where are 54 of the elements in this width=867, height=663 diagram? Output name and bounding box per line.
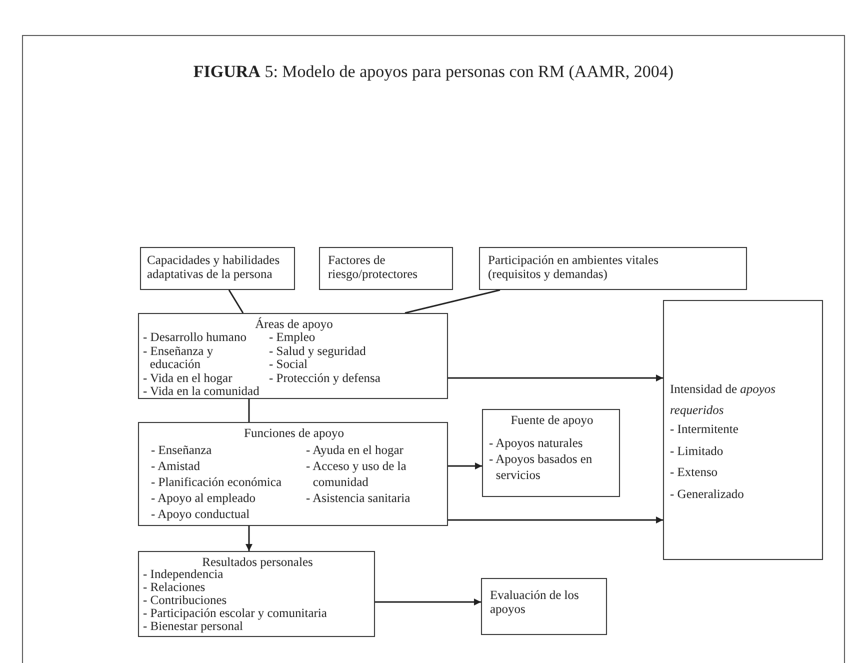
box-label: Participación en ambientes vitales (requisitos y demandas) bbox=[488, 253, 660, 281]
figure-title: FIGURA 5: Modelo de apoyos para personas con RM (AAMR, 2004) bbox=[192, 62, 675, 82]
list-item: - Participación escolar y comunitaria bbox=[143, 607, 328, 620]
list-item: - Enseñanza bbox=[151, 442, 213, 458]
list-item: - Intermitente bbox=[670, 421, 740, 438]
list-item: - Apoyos basados en servicios bbox=[489, 451, 594, 483]
box-heading: Áreas de apoyo bbox=[254, 317, 334, 331]
list-item: - Relaciones bbox=[143, 581, 206, 594]
list-item: - Planificación económica bbox=[151, 474, 282, 490]
process-box bbox=[482, 409, 620, 497]
list-item: - Asistencia sanitaria bbox=[306, 490, 412, 506]
connector-line bbox=[248, 399, 250, 422]
process-box bbox=[138, 551, 375, 637]
list-item: - Generalizado bbox=[670, 486, 745, 502]
list-item: - Empleo bbox=[269, 331, 316, 344]
arrow bbox=[246, 526, 252, 551]
list-item: - Apoyo conductual bbox=[151, 506, 251, 522]
list-item: - Protección y defensa bbox=[269, 372, 382, 385]
list-item: - Apoyo al empleado bbox=[151, 490, 256, 506]
box-heading: Funciones de apoyo bbox=[243, 426, 345, 440]
list-item: - Contribuciones bbox=[143, 594, 228, 607]
process-box bbox=[479, 247, 747, 290]
process-box bbox=[140, 247, 295, 290]
list-item: - Amistad bbox=[151, 458, 201, 474]
process-box bbox=[663, 300, 823, 560]
box-label: Evaluación de los apoyos bbox=[490, 588, 580, 616]
box-label: Factores de riesgo/protectores bbox=[328, 253, 419, 281]
list-item: - Salud y seguridad bbox=[269, 344, 367, 358]
list-item: - Ayuda en el hogar bbox=[306, 442, 404, 458]
process-box bbox=[319, 247, 453, 290]
box-heading: Intensidad de apoyos requeridos bbox=[670, 381, 777, 419]
list-item: - Extenso bbox=[670, 464, 719, 481]
process-box bbox=[138, 422, 448, 526]
list-item: - Vida en la comunidad bbox=[143, 385, 260, 398]
list-item: - Bienestar personal bbox=[143, 620, 244, 633]
box-label: Capacidades y habilidades adaptativas de la persona bbox=[147, 253, 281, 281]
list-item: - Apoyos naturales bbox=[489, 435, 584, 451]
list-item: - Acceso y uso de la comunidad bbox=[306, 458, 408, 490]
process-box bbox=[138, 313, 448, 399]
list-item: - Vida en el hogar bbox=[143, 372, 234, 385]
box-heading: Resultados personales bbox=[201, 555, 314, 569]
list-item: - Independencia bbox=[143, 568, 224, 581]
list-item: - Desarrollo humano bbox=[143, 331, 248, 344]
arrow bbox=[448, 374, 663, 382]
arrow bbox=[448, 516, 663, 524]
connector-line bbox=[228, 290, 244, 314]
arrow bbox=[375, 598, 481, 606]
list-item: - Social bbox=[269, 358, 308, 372]
box-heading: Fuente de apoyo bbox=[510, 413, 594, 427]
list-item: - Limitado bbox=[670, 442, 724, 460]
connector-line bbox=[404, 289, 500, 314]
process-box bbox=[481, 578, 607, 635]
list-item: - Enseñanza y educación bbox=[143, 344, 214, 372]
arrow bbox=[448, 462, 482, 470]
